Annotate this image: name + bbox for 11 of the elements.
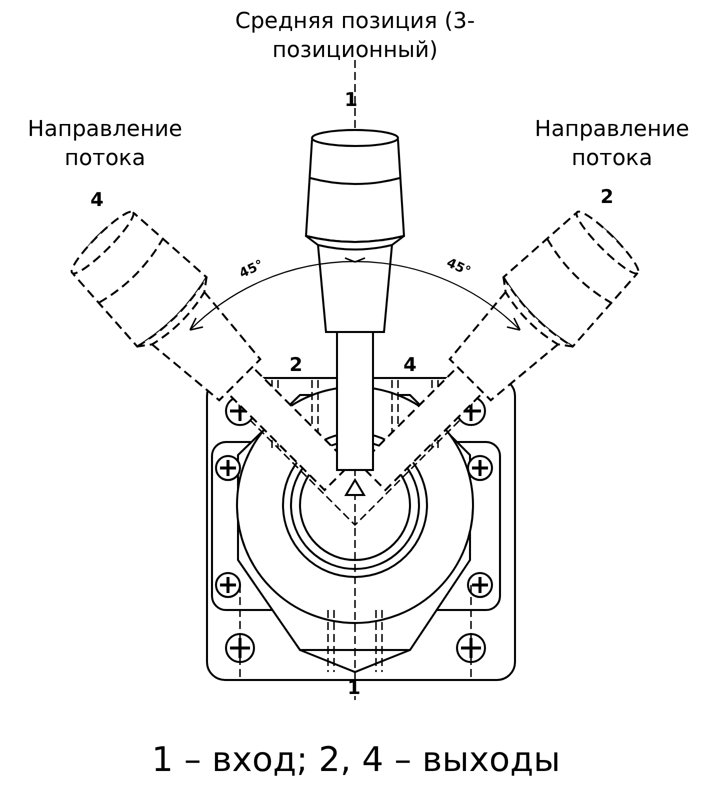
port-number: 4	[402, 353, 418, 378]
port-number: 2	[599, 185, 615, 210]
flow-direction-label: Направление потока	[534, 116, 690, 173]
angle-label: 45°	[443, 254, 474, 282]
port-number: 1	[343, 88, 359, 113]
port-number: 4	[89, 188, 105, 213]
port-number: 2	[288, 353, 304, 378]
angle-label: 45°	[236, 256, 267, 284]
position-label: Средняя позиция (3-позиционный)	[234, 8, 476, 65]
flow-direction-label: Направление потока	[26, 116, 184, 173]
caption: 1 – вход; 2, 4 – выходы	[150, 739, 562, 782]
